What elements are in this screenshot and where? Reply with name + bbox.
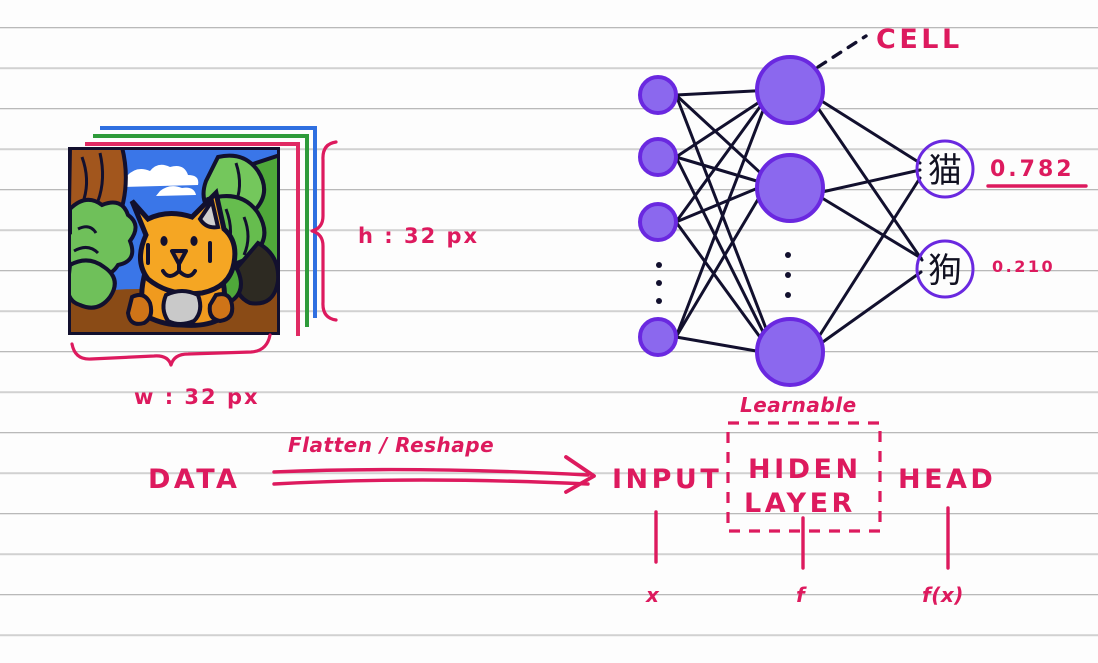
cell-label: CELL: [876, 24, 963, 55]
input-ellipsis-icon: [656, 262, 662, 304]
math-label-x: x: [645, 583, 660, 607]
hidden-layer: [755, 55, 825, 387]
output-node-dog-glyph: 狗: [928, 251, 962, 291]
stage-label-input: INPUT: [612, 464, 722, 495]
edges-hidden-output: [816, 98, 924, 346]
stage-label-head: HEAD: [898, 464, 996, 495]
cell-leader-line: [816, 34, 868, 69]
stage-label-data: DATA: [148, 464, 240, 495]
flatten-label: Flatten / Reshape: [288, 433, 494, 457]
input-node[interactable]: [638, 137, 678, 177]
input-node[interactable]: [638, 75, 678, 115]
input-node[interactable]: [638, 202, 678, 242]
learnable-label: Learnable: [740, 393, 857, 417]
height-brace-icon: [310, 140, 338, 322]
channel-stack-icon: [85, 126, 317, 336]
output-node-cat[interactable]: [915, 139, 975, 199]
math-label-fx: f(x): [922, 583, 964, 607]
hidden-ellipsis-icon: [785, 252, 791, 298]
cat-forest-illustration: [61, 144, 283, 338]
input-node[interactable]: [638, 317, 678, 357]
learnable-box: [726, 421, 882, 533]
sample-image: [61, 144, 283, 338]
score-cat: 0.782: [990, 157, 1075, 182]
width-label: w : 32 px: [134, 385, 260, 409]
edges-input-hidden: [674, 88, 774, 354]
math-label-f: f: [796, 583, 807, 607]
input-layer: [638, 75, 678, 357]
flatten-arrow-icon: [272, 455, 596, 494]
hidden-node[interactable]: [755, 55, 825, 125]
score-dog: 0.210: [992, 257, 1055, 276]
width-brace-icon: [70, 333, 272, 367]
output-node-cat-glyph: 猫: [928, 151, 962, 191]
hidden-node[interactable]: [755, 317, 825, 387]
output-layer: 猫 狗: [915, 139, 975, 299]
stage-label-hidden-line1: HIDEN: [748, 454, 862, 485]
output-node-dog[interactable]: [915, 239, 975, 299]
hidden-node[interactable]: [755, 153, 825, 223]
height-label: h : 32 px: [358, 224, 479, 248]
stage-label-hidden-line2: LAYER: [744, 488, 856, 519]
